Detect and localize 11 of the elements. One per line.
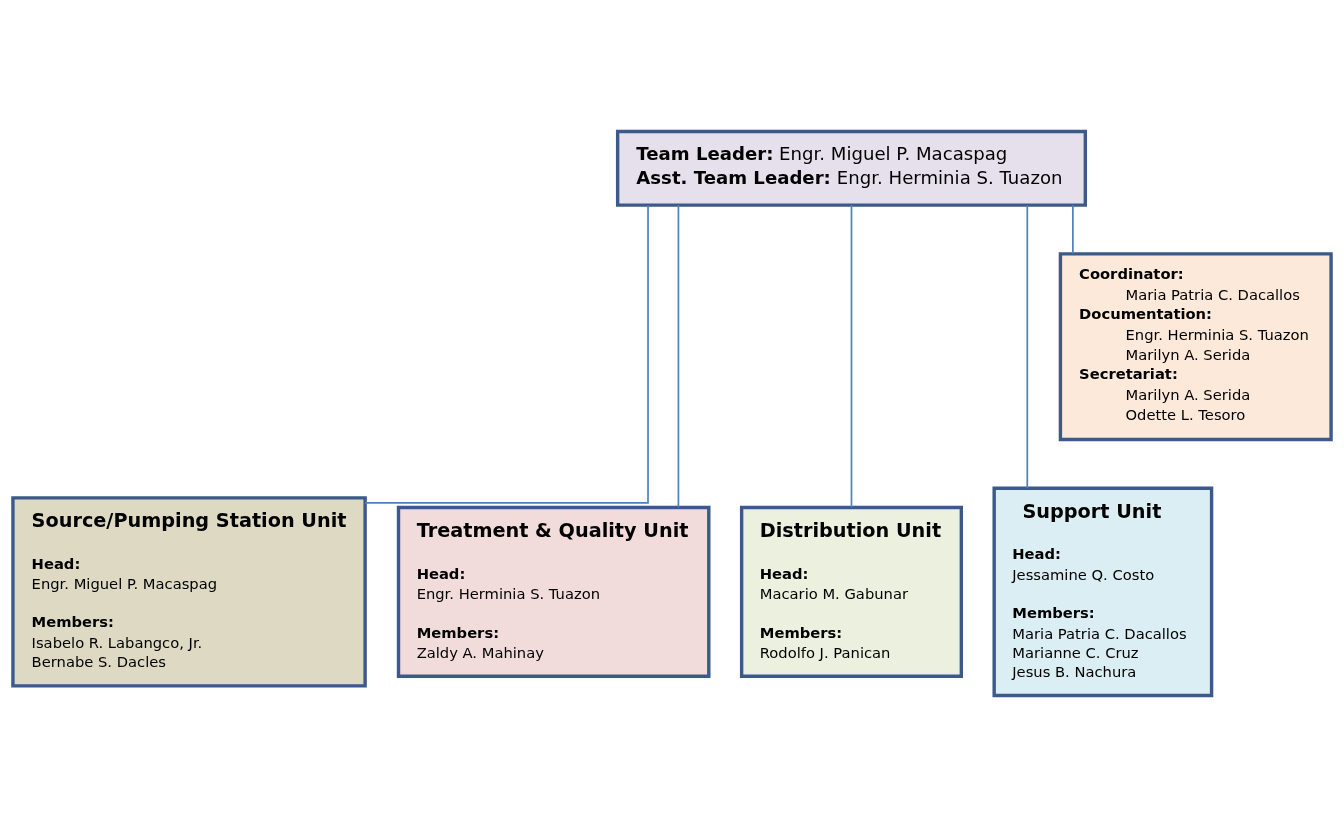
node-box: Coordinator: Maria Patria C. Dacallos Documentation: Engr. Herminia S. Tuazon Marilyn A. Serida Secretariat: Marilyn A. Serida Odette L. Tesoro (1058, 252, 1333, 442)
connector (364, 204, 649, 504)
node-box: Treatment & Quality Unit Head: Engr. Herminia S. Tuazon Members: Zaldy A. Mahinay (396, 505, 711, 678)
node-box: Source/Pumping Station Unit Head: Engr. Miguel P. Macaspag Members: Isabelo R. Labangco, Jr. Bernabe S. Dacles (11, 496, 367, 688)
connector (1072, 204, 1074, 255)
node-box: Team Leader: Engr. Miguel P. Macaspag Asst. Team Leader: Engr. Herminia S. Tuazon (615, 129, 1088, 207)
connector (677, 204, 680, 509)
connector (1026, 204, 1029, 489)
connector (850, 204, 853, 509)
node-box: Distribution Unit Head: Macario M. Gabunar Members: Rodolfo J. Panican (739, 505, 964, 678)
node-box: Support Unit Head: Jessamine Q. Costo Members: Maria Patria C. Dacallos Marianne C. Cruz Jesus B. Nachura (992, 486, 1214, 698)
